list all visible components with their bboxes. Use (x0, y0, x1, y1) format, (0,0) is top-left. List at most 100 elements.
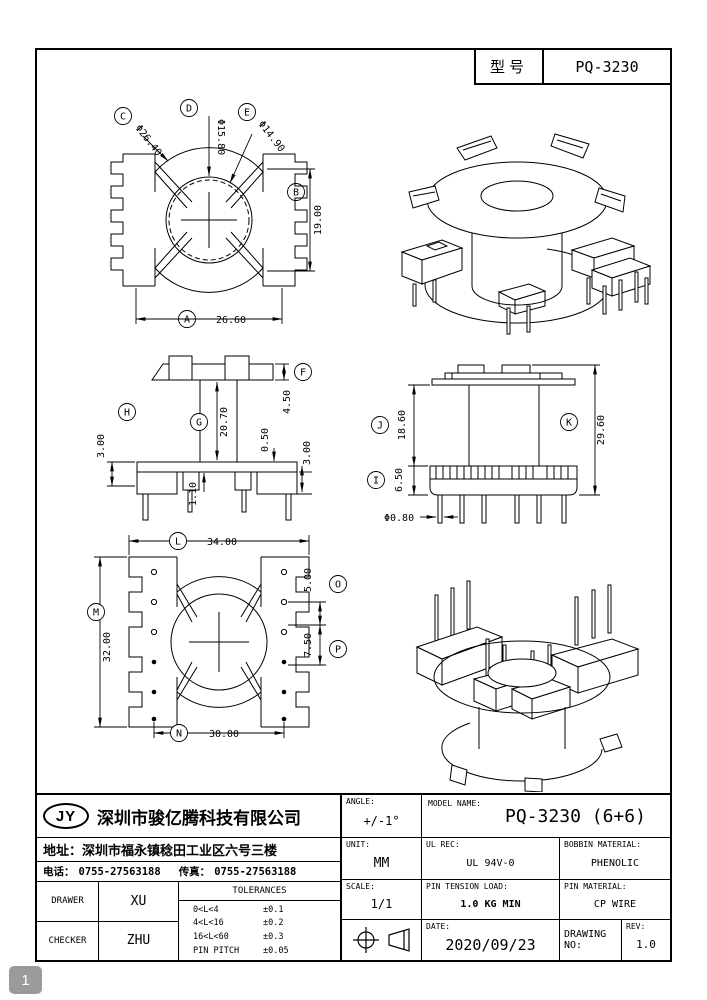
signature-table: DRAWER XU CHECKER ZHU (37, 882, 179, 960)
phone-row: 电话： 0755-27563188 传真： 0755-27563188 (37, 862, 340, 882)
pin-material-cell: PIN MATERIAL: CP WIRE (560, 880, 670, 919)
label-H: H (124, 408, 130, 419)
front-view: F 4.50 G 20.70 H 3.00 0.50 1.10 3.00 (96, 350, 332, 533)
page-number-badge[interactable]: 1 (9, 966, 42, 994)
label-N: N (176, 729, 182, 740)
tolerance-range: 0<L<4 (193, 904, 219, 915)
top-view-labels: C Φ26.40 D Φ15.80 E Φ14.90 B 19.00 A 26.… (120, 104, 324, 327)
drawing-no-label: DRAWING NO: (564, 929, 607, 951)
dim-barrel-height: 18.60 (397, 410, 408, 440)
title-block: JY 深圳市骏亿腾科技有限公司 地址： 深圳市福永镇稔田工业区六号三楼 电话： … (37, 793, 670, 960)
bottom-view-geometry (128, 556, 310, 728)
model-name-cell: MODEL NAME: PQ-3230 (6+6) (422, 795, 670, 837)
drawer-name: XU (130, 893, 147, 909)
model-number-box: 型号 PQ-3230 (474, 48, 672, 85)
label-D: D (186, 104, 192, 115)
model-name-value: PQ-3230 (6+6) (505, 805, 646, 827)
fax-value: 0755-27563188 (214, 865, 297, 878)
projection-symbol-cell (342, 920, 422, 960)
top-view-geometry (110, 147, 308, 293)
dim-height: 19.00 (313, 205, 324, 235)
dim-base-height: 6.50 (394, 468, 405, 492)
address-row: 地址： 深圳市福永镇稔田工业区六号三楼 (37, 838, 340, 862)
pin-tension-cell: PIN TENSION LOAD: 1.0 KG MIN (422, 880, 560, 919)
label-J: J (377, 421, 383, 432)
label-B: B (293, 188, 299, 199)
tolerance-row: 16<L<60 ±0.3 (193, 933, 336, 942)
third-angle-projection-icon (352, 927, 410, 953)
isometric-bottom-drawing (415, 580, 640, 793)
bobbin-material-label: BOBBIN MATERIAL: (564, 840, 642, 849)
dim-pin-pitch-outer: 5.00 (303, 568, 314, 592)
label-K: K (566, 418, 572, 429)
isometric-top-drawing (400, 133, 652, 335)
tolerance-range: 16<L<60 (193, 932, 229, 943)
drawing-no-cell: DRAWING NO: (560, 920, 622, 960)
rev-cell: REV: 1.0 (622, 920, 670, 960)
checker-name: ZHU (126, 933, 151, 949)
label-O: O (335, 580, 341, 591)
dim-inner-dia: Φ14.90 (256, 119, 287, 154)
iso-bottom-geometry (415, 580, 640, 793)
angle-value: +/-1° (363, 813, 400, 828)
bottom-view-drawing: L 34.00 M 32.00 N 30.00 5.00 O 7.50 P (87, 532, 347, 742)
label-P: P (335, 645, 341, 656)
angle-cell: ANGLE: +/-1° (342, 795, 422, 837)
ul-cell: UL REC: UL 94V-0 (422, 838, 560, 879)
pin-material-value: CP WIRE (593, 898, 637, 910)
label-G: G (196, 418, 202, 429)
front-view-labels: F 4.50 G 20.70 H 3.00 0.50 1.10 3.00 (96, 368, 313, 507)
label-E: E (244, 108, 250, 119)
company-name: 深圳市骏亿腾科技有限公司 (97, 808, 301, 828)
label-L: L (175, 537, 181, 548)
dim-left-step: 3.00 (97, 434, 107, 458)
ul-value: UL 94V-0 (466, 857, 515, 869)
dim-top-flange: 4.50 (282, 390, 293, 414)
tolerance-row: PIN PITCH ±0.05 (193, 947, 336, 956)
dim-overall-width: 34.00 (207, 537, 237, 548)
side-view: J 18.60 I 6.50 K 29.60 Φ0.80 (362, 357, 667, 542)
fax-label: 传真： (178, 866, 211, 878)
dim-flange-thickness: 0.50 (260, 428, 271, 452)
label-C: C (120, 112, 126, 123)
dim-pin-span: 30.00 (209, 729, 239, 740)
top-view-dimensions (114, 99, 315, 328)
tolerance-range: 4<L<16 (193, 918, 224, 929)
side-view-labels: J 18.60 I 6.50 K 29.60 Φ0.80 (373, 410, 607, 524)
dim-bore-dia: Φ15.80 (215, 119, 226, 155)
unit-value: MM (373, 855, 390, 871)
rev-value: 1.0 (636, 938, 656, 951)
angle-label: ANGLE: (346, 797, 375, 806)
scale-label: SCALE: (346, 882, 375, 891)
company-row: JY 深圳市骏亿腾科技有限公司 (37, 795, 340, 838)
bottom-view: L 34.00 M 32.00 N 30.00 5.00 O 7.50 P (82, 522, 357, 759)
dim-pin-shoulder: 3.00 (302, 441, 313, 465)
tolerances-title: TOLERANCES (179, 882, 340, 901)
tolerance-value: ±0.05 (263, 945, 289, 956)
dim-overall-length: 32.00 (102, 632, 113, 662)
date-value: 2020/09/23 (445, 935, 536, 954)
dim-total-height: 29.60 (596, 415, 607, 445)
ul-label: UL REC: (426, 840, 460, 849)
dim-base-thickness: 1.10 (188, 482, 199, 506)
tolerances-table: TOLERANCES 0<L<4 ±0.1 4<L<16 ±0.2 16<L<6… (179, 882, 340, 960)
bottom-view-dimensions (87, 532, 347, 742)
bottom-view-labels: L 34.00 M 32.00 N 30.00 5.00 O 7.50 P (93, 537, 341, 741)
side-view-geometry (429, 364, 578, 524)
address-value: 深圳市福永镇稔田工业区六号三楼 (82, 843, 278, 858)
tolerance-row: 4<L<16 ±0.2 (193, 919, 336, 928)
model-name-label: MODEL NAME: (428, 799, 481, 808)
label-I: I (373, 476, 379, 487)
company-logo: JY (43, 803, 89, 829)
date-label: DATE: (426, 922, 451, 931)
dim-pin-diameter: Φ0.80 (384, 513, 414, 524)
unit-label: UNIT: (346, 840, 371, 849)
pin-tension-value: 1.0 KG MIN (460, 898, 521, 910)
drawing-sheet: 型号 PQ-3230 (35, 48, 672, 962)
pin-tension-label: PIN TENSION LOAD: (426, 882, 508, 891)
dim-flange-dia: Φ26.40 (133, 123, 164, 158)
tolerance-value: ±0.3 (263, 932, 284, 943)
side-view-dimensions (367, 364, 600, 519)
isometric-top-view (387, 100, 662, 345)
